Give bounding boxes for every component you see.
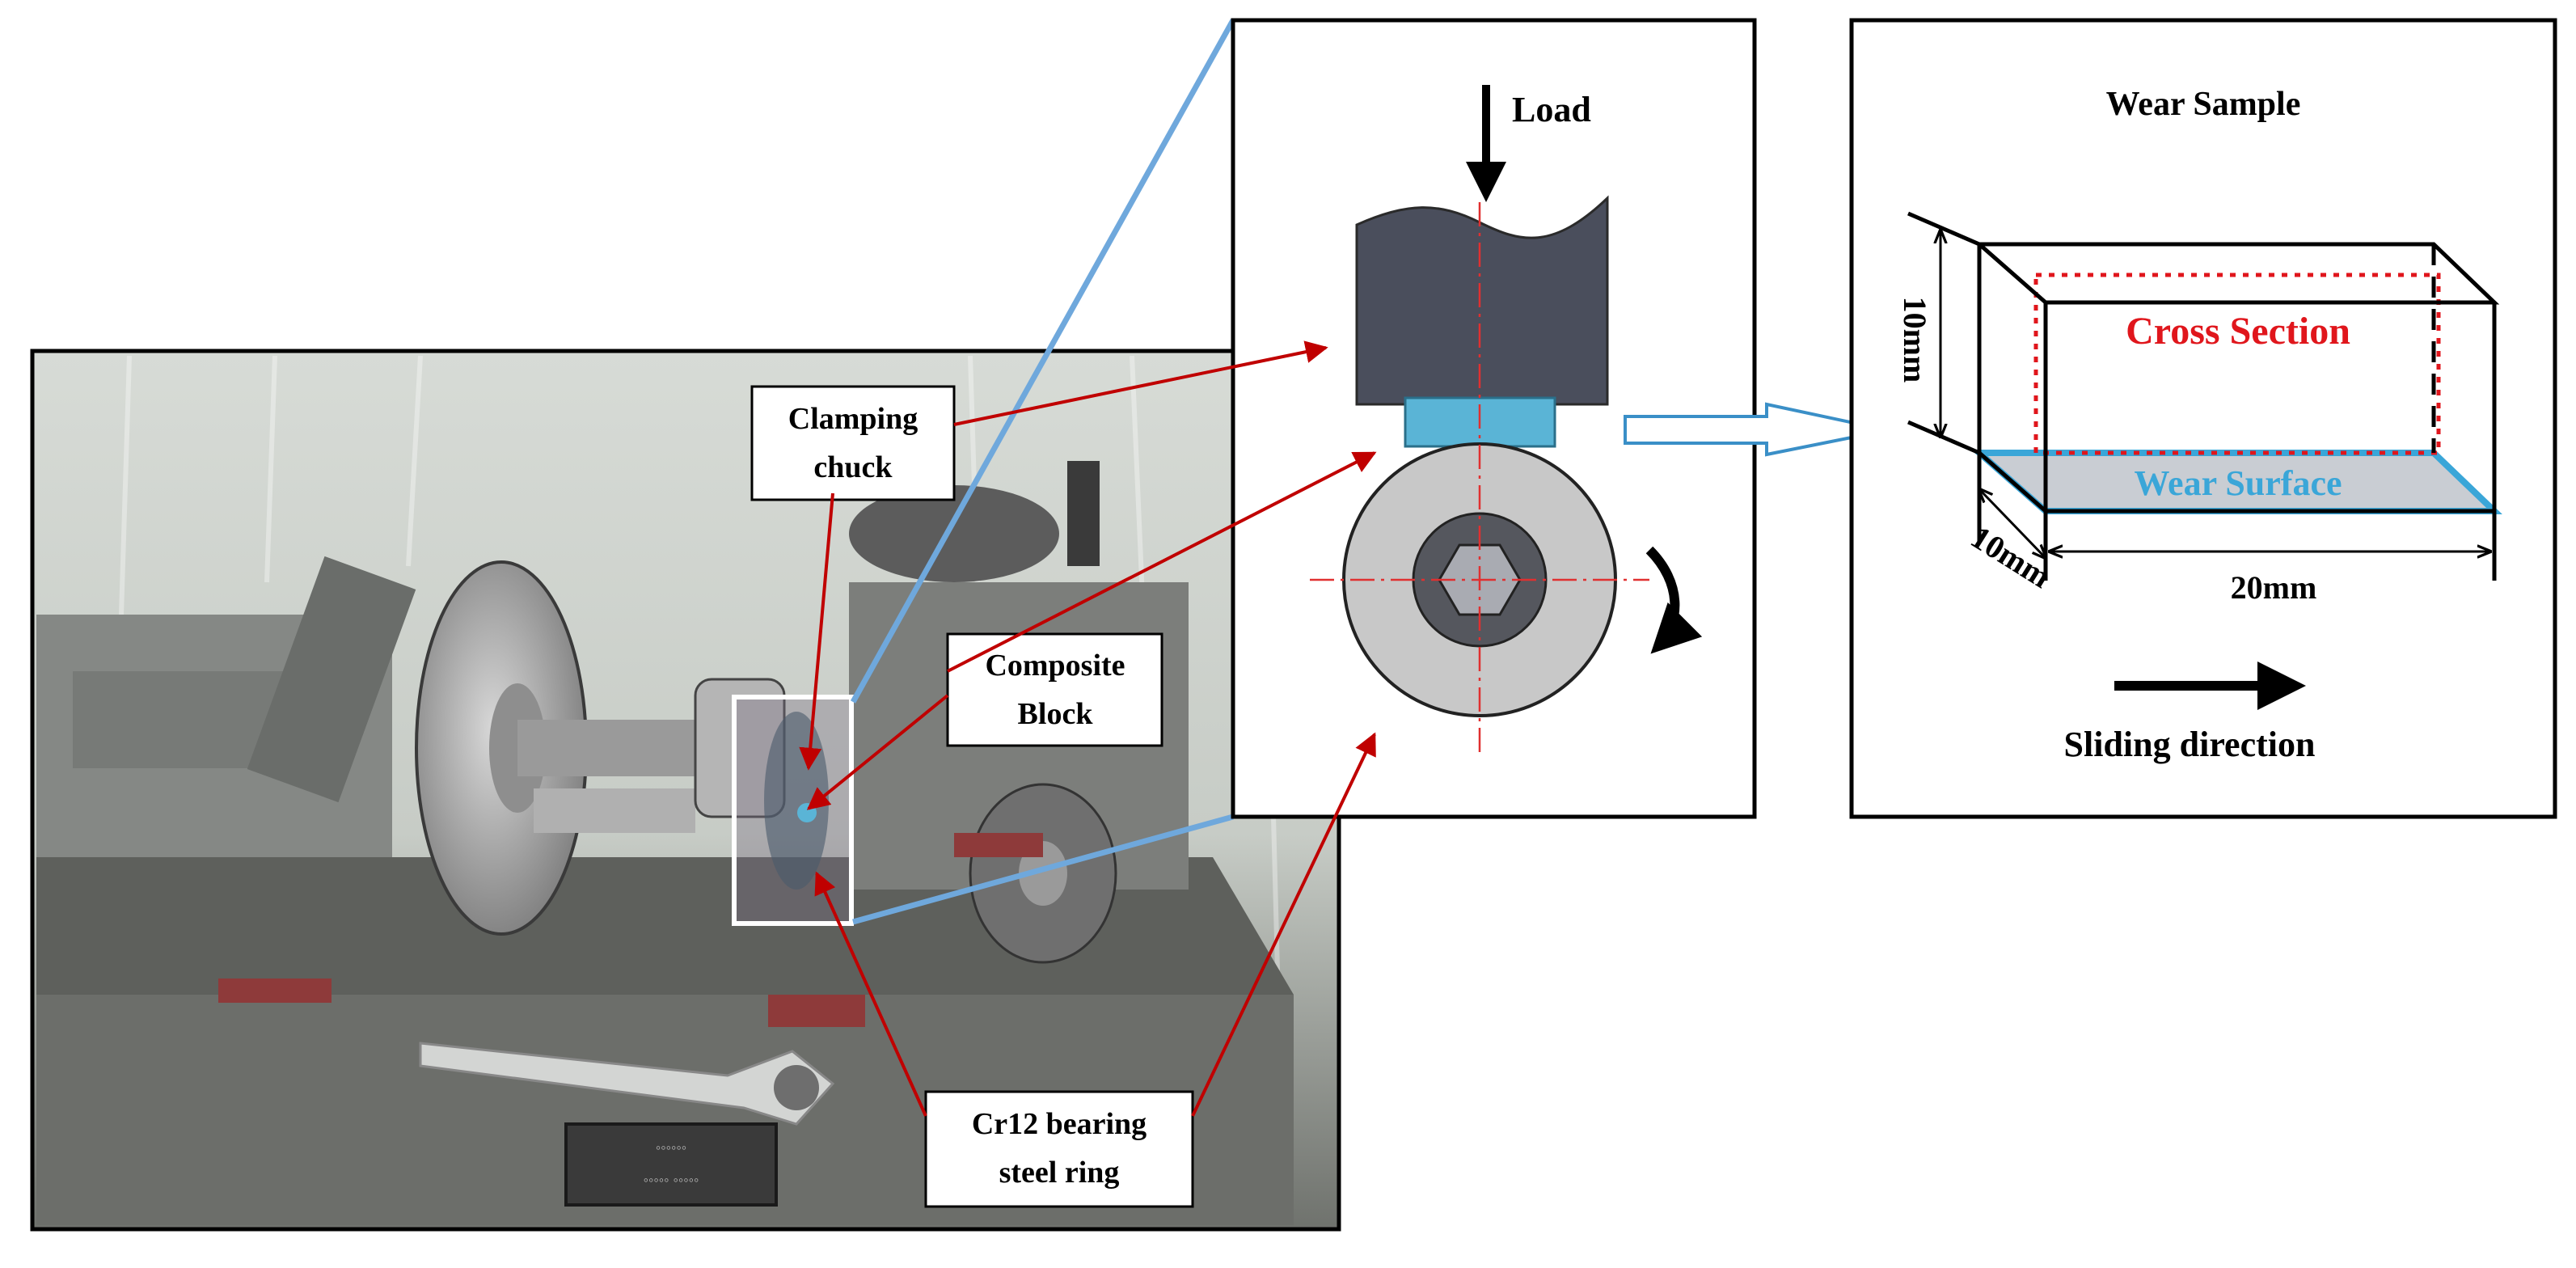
cross-section-label: Cross Section bbox=[2126, 310, 2350, 353]
nameplate-line-1: ◦◦◦◦◦◦ bbox=[656, 1139, 686, 1156]
sample-box-edges bbox=[1907, 211, 2500, 581]
wrench bbox=[419, 1042, 835, 1126]
bearing-ring-line-2: steel ring bbox=[999, 1156, 1120, 1190]
centerlines bbox=[1310, 202, 1649, 756]
height-label: 10mm bbox=[1897, 297, 1933, 383]
depth-dimension-line bbox=[1979, 489, 2046, 558]
wear-sample-frame bbox=[1849, 18, 2557, 819]
clamping-chuck-line-1: Clamping bbox=[788, 402, 918, 436]
clamping-chuck-line-2: chuck bbox=[813, 450, 893, 484]
transfer-arrow bbox=[1624, 402, 1889, 457]
clamping-block-shape bbox=[1355, 195, 1609, 406]
bearing-ring-line-1: Cr12 bearing bbox=[972, 1107, 1147, 1141]
sliding-direction-label: Sliding direction bbox=[2064, 725, 2316, 764]
composite-block-line-2: Block bbox=[1018, 697, 1094, 731]
wear-sample-title: Wear Sample bbox=[2106, 86, 2301, 123]
label-composite-block: Composite Block bbox=[946, 632, 1163, 747]
wear-surface-label: Wear Surface bbox=[2134, 463, 2342, 503]
label-bearing-ring: Cr12 bearing steel ring bbox=[924, 1090, 1194, 1208]
photo-panel: ◦◦◦◦◦◦ ◦◦◦◦◦ ◦◦◦◦◦ Clamping chuck Compos… bbox=[30, 349, 1341, 1232]
zoom-connector-lines bbox=[850, 19, 1236, 925]
cross-section-rect bbox=[2033, 273, 2441, 455]
nameplate bbox=[564, 1122, 778, 1207]
rotation-arrow bbox=[1645, 546, 1703, 654]
nameplate-line-2: ◦◦◦◦◦ ◦◦◦◦◦ bbox=[644, 1172, 699, 1188]
annotation-arrows bbox=[799, 340, 1377, 1117]
length-label: 20mm bbox=[2231, 569, 2317, 606]
load-label: Load bbox=[1512, 90, 1591, 129]
composite-block-line-1: Composite bbox=[985, 649, 1125, 683]
wear-sample-panel: Wear Sample Cross Section Wear Surface 1… bbox=[1849, 18, 2557, 819]
label-clamping-chuck: Clamping chuck bbox=[750, 385, 956, 501]
